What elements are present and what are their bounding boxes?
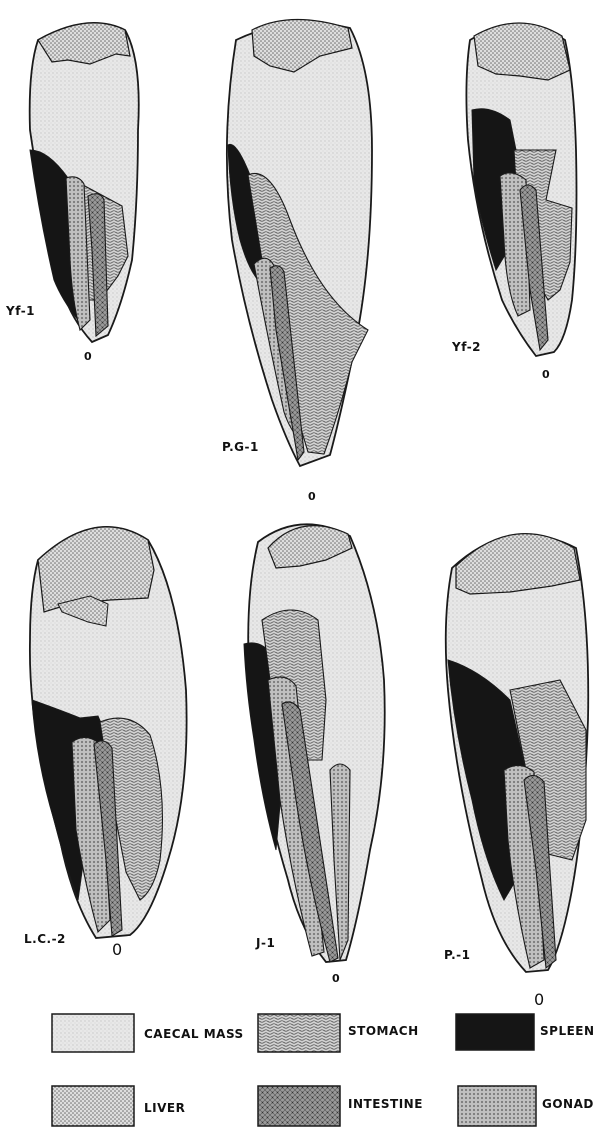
specimen-label-yf2: Yf-2: [452, 340, 481, 354]
specimen-lc2-drawing: [30, 527, 187, 938]
legend-label-intestine: INTESTINE: [348, 1097, 423, 1111]
legend-label-stomach: STOMACH: [348, 1024, 419, 1038]
specimen-yf1-drawing: [30, 23, 139, 342]
legend-swatch-spleen: [456, 1014, 534, 1050]
specimen-j1-drawing: [244, 524, 385, 962]
legend-swatches: [52, 1014, 536, 1126]
origin-mark-p1: 0: [534, 990, 544, 1009]
specimen-label-lc2: L.C.-2: [24, 932, 66, 946]
legend-swatch-liver: [52, 1086, 134, 1126]
legend-swatch-caecal: [52, 1014, 134, 1052]
origin-mark-j1: 0: [332, 972, 340, 985]
legend-label-liver: LIVER: [144, 1101, 185, 1115]
legend-label-gonad: GONAD: [542, 1097, 594, 1111]
specimen-label-yf1: Yf-1: [6, 304, 35, 318]
legend-swatch-intestine: [258, 1086, 340, 1126]
origin-mark-pg1: 0: [308, 490, 316, 503]
legend-label-spleen: SPLEEN: [540, 1024, 595, 1038]
legend-label-caecal: CAECAL MASS: [144, 1027, 244, 1041]
specimen-label-p1: P.-1: [444, 948, 470, 962]
origin-mark-lc2: 0: [112, 940, 122, 959]
legend-swatch-gonad: [458, 1086, 536, 1126]
specimen-pg1-drawing: [227, 19, 372, 466]
legend-swatch-stomach: [258, 1014, 340, 1052]
specimen-label-pg1: P.G-1: [222, 440, 259, 454]
origin-mark-yf1: 0: [84, 350, 92, 363]
origin-mark-yf2: 0: [542, 368, 550, 381]
specimen-p1-drawing: [446, 534, 589, 972]
specimen-label-j1: J-1: [256, 936, 275, 950]
specimen-yf2-drawing: [466, 23, 576, 356]
